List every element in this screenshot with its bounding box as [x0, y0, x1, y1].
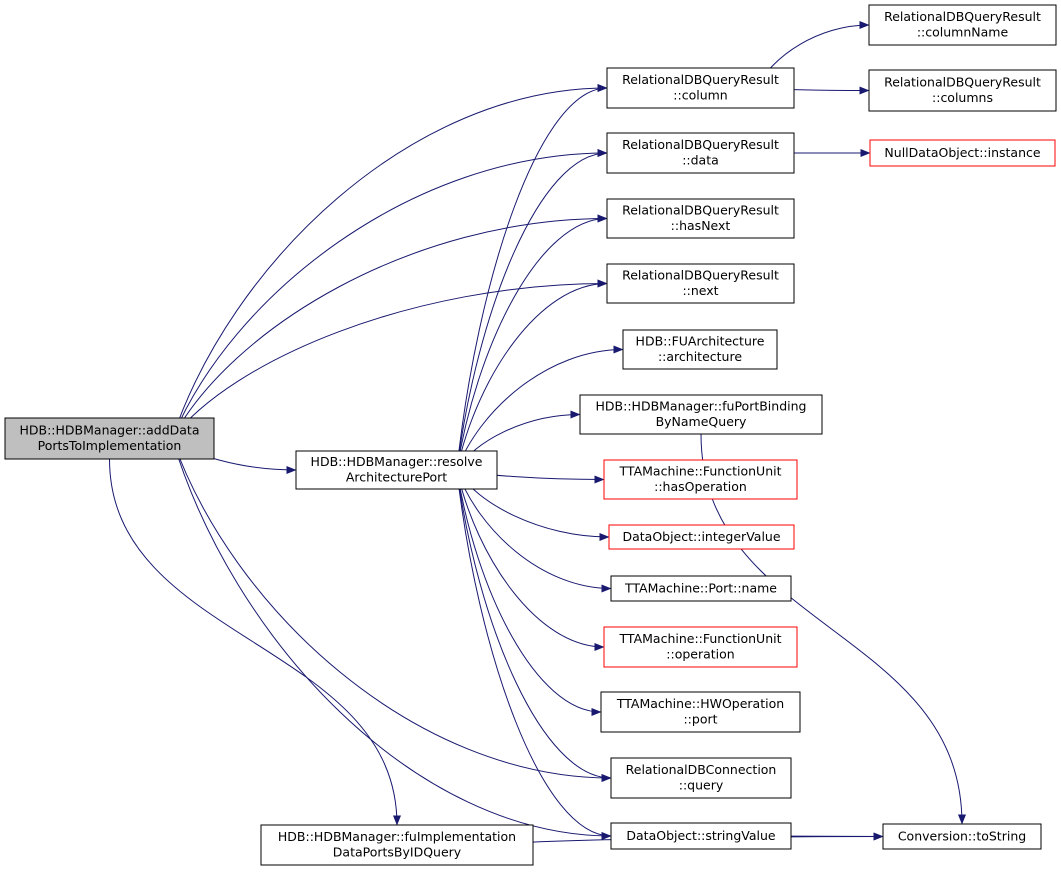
edge-resolve-to-rdbColumn: [456, 84, 608, 471]
edge-root-to-rdbHasNext: [171, 214, 608, 439]
node-box: [603, 459, 798, 500]
node-box: [622, 329, 778, 370]
node-label-line: ::architecture: [658, 349, 742, 364]
node-label-line: TTAMachine::FunctionUnit: [619, 631, 782, 646]
nodes: HDB::HDBManager::addDataPortsToImplement…: [4, 4, 1057, 866]
edge-root-to-rdbData: [171, 149, 608, 439]
node-root: HDB::HDBManager::addDataPortsToImplement…: [4, 417, 215, 460]
node-fuArch[interactable]: HDB::FUArchitecture::architecture: [622, 329, 778, 370]
node-label-line: ByNameQuery: [656, 414, 747, 429]
node-portName[interactable]: TTAMachine::Port::name: [610, 575, 792, 602]
node-toString[interactable]: Conversion::toString: [882, 823, 1042, 850]
node-label-line: TTAMachine::Port::name: [624, 580, 777, 595]
node-label-line: HDB::HDBManager::resolve: [311, 454, 483, 469]
edge-root-to-rdbColumn: [171, 84, 608, 439]
node-rdbNext[interactable]: RelationalDBQueryResult::next: [606, 263, 795, 304]
edge-fuPortBinding-to-toString: [700, 433, 966, 825]
node-label-line: TTAMachine::FunctionUnit: [619, 464, 782, 479]
node-label-line: ::hasOperation: [654, 479, 747, 494]
node-fuOperation[interactable]: TTAMachine::FunctionUnit::operation: [603, 626, 798, 668]
node-box: [606, 132, 795, 174]
node-label-line: PortsToImplementation: [38, 438, 182, 453]
node-rdbData[interactable]: RelationalDBQueryResult::data: [606, 132, 795, 174]
node-label-line: ::query: [679, 778, 724, 793]
node-columnName[interactable]: RelationalDBQueryResult::columnName: [868, 4, 1057, 46]
node-label-line: RelationalDBQueryResult: [884, 75, 1041, 90]
node-fuImpl[interactable]: HDB::HDBManager::fuImplementationDataPor…: [260, 824, 534, 866]
edge-root-to-stringValue: [171, 438, 612, 840]
node-box: [882, 823, 1042, 850]
node-label-line: ::columnName: [917, 25, 1009, 40]
node-box: [608, 524, 795, 550]
edge-resolve-to-portName: [456, 469, 612, 593]
node-label-line: RelationalDBQueryResult: [622, 72, 779, 87]
node-label-line: ::hasNext: [671, 218, 731, 233]
node-box: [610, 757, 792, 799]
node-box: [610, 822, 792, 850]
node-label-line: ::data: [682, 153, 719, 168]
node-nullInstance[interactable]: NullDataObject::instance: [869, 139, 1056, 167]
node-label-line: RelationalDBQueryResult: [622, 268, 779, 283]
node-label-line: RelationalDBQueryResult: [622, 203, 779, 218]
node-box: [579, 394, 823, 435]
edge-root-to-rdbNext: [171, 279, 608, 439]
node-fuHasOp[interactable]: TTAMachine::FunctionUnit::hasOperation: [603, 459, 798, 500]
node-label-line: HDB::HDBManager::fuImplementation: [278, 829, 516, 844]
node-intValue[interactable]: DataObject::integerValue: [608, 524, 795, 550]
node-label-line: ArchitecturePort: [346, 470, 447, 485]
node-box: [869, 139, 1056, 167]
edge-resolve-to-stringValue: [456, 469, 612, 840]
node-rdbColumn[interactable]: RelationalDBQueryResult::column: [606, 67, 795, 109]
edge-resolve-to-rdbcQuery: [456, 469, 612, 782]
node-stringValue[interactable]: DataObject::stringValue: [610, 822, 792, 850]
edge-resolve-to-fuOperation: [456, 469, 605, 651]
node-label-line: HDB::FUArchitecture: [636, 334, 765, 349]
node-box: [295, 450, 498, 490]
edge-resolve-to-rdbHasNext: [456, 214, 608, 471]
node-label-line: DataObject::stringValue: [626, 828, 775, 843]
node-label-line: RelationalDBConnection: [626, 762, 777, 777]
node-label-line: ::columns: [932, 90, 993, 105]
node-label-line: RelationalDBQueryResult: [884, 9, 1041, 24]
edge-resolve-to-fuArch: [456, 345, 624, 471]
node-label-line: HDB::HDBManager::addData: [20, 423, 200, 438]
node-box: [868, 69, 1057, 112]
edge-root-to-rdbcQuery: [171, 438, 612, 782]
edge-resolve-to-hwOpPort: [456, 469, 602, 716]
node-rdbcQuery[interactable]: RelationalDBConnection::query: [610, 757, 792, 799]
node-box: [606, 67, 795, 109]
edge-root-to-fuImpl: [109, 458, 401, 826]
node-label-line: RelationalDBQueryResult: [622, 137, 779, 152]
node-label-line: ::next: [682, 283, 718, 298]
node-label-line: HDB::HDBManager::fuPortBinding: [596, 399, 807, 414]
node-rdbHasNext[interactable]: RelationalDBQueryResult::hasNext: [606, 198, 795, 239]
node-label-line: DataObject::integerValue: [622, 529, 780, 544]
node-box: [868, 4, 1057, 46]
node-fuPortBinding[interactable]: HDB::HDBManager::fuPortBindingByNameQuer…: [579, 394, 823, 435]
node-box: [610, 575, 792, 602]
node-box: [606, 198, 795, 239]
node-box: [606, 263, 795, 304]
edge-resolve-to-rdbNext: [456, 279, 608, 471]
node-box: [603, 626, 798, 668]
node-label-line: ::port: [683, 712, 717, 727]
node-label-line: ::operation: [666, 647, 734, 662]
node-box: [600, 691, 801, 733]
node-box: [260, 824, 534, 866]
node-label-line: DataPortsByIDQuery: [333, 845, 462, 860]
node-label-line: ::column: [673, 88, 727, 103]
node-box: [4, 417, 215, 460]
node-columns[interactable]: RelationalDBQueryResult::columns: [868, 69, 1057, 112]
node-hwOpPort[interactable]: TTAMachine::HWOperation::port: [600, 691, 801, 733]
node-label-line: Conversion::toString: [898, 828, 1026, 843]
edges: [109, 21, 966, 846]
node-label-line: NullDataObject::instance: [884, 145, 1040, 160]
edge-resolve-to-rdbData: [456, 149, 608, 471]
node-label-line: TTAMachine::HWOperation: [616, 696, 784, 711]
